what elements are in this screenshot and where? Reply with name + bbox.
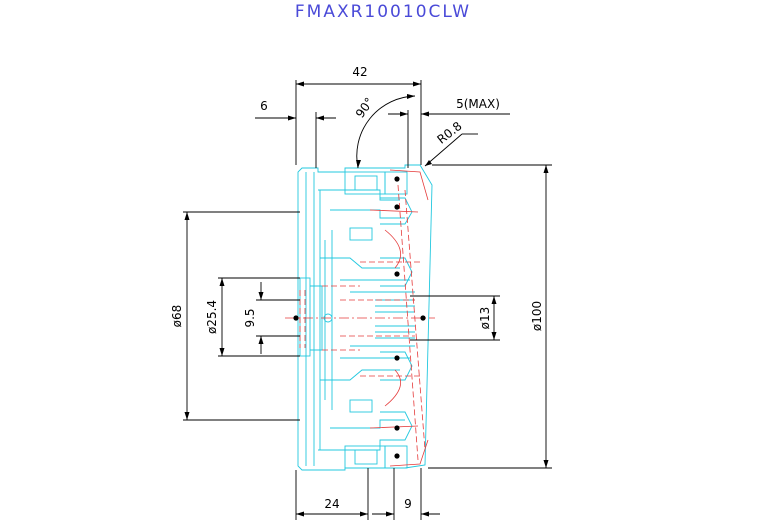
screw-markers [293, 176, 426, 459]
dimension-lines [183, 80, 552, 520]
dim-cutting-diameter: ø100 [530, 301, 544, 331]
drawing-title: FMAXR10010CLW [295, 2, 471, 22]
dim-hub-length: 24 [324, 497, 339, 511]
dim-inner-diameter: ø13 [478, 307, 492, 330]
dim-flange: 6 [260, 99, 268, 113]
dim-insert-length: 9 [404, 497, 412, 511]
dim-overall-width: 42 [352, 65, 367, 79]
dim-max-depth: 5(MAX) [456, 97, 500, 111]
dim-corner-radius: R0.8 [434, 119, 464, 147]
dim-body-diameter: ø68 [170, 305, 184, 328]
dim-bore-diameter: ø25.4 [205, 300, 219, 334]
cutter-outline [297, 164, 433, 471]
hidden-lines [285, 169, 435, 467]
dim-keyway: 9.5 [243, 308, 257, 327]
dim-angle: 90° [353, 95, 377, 120]
